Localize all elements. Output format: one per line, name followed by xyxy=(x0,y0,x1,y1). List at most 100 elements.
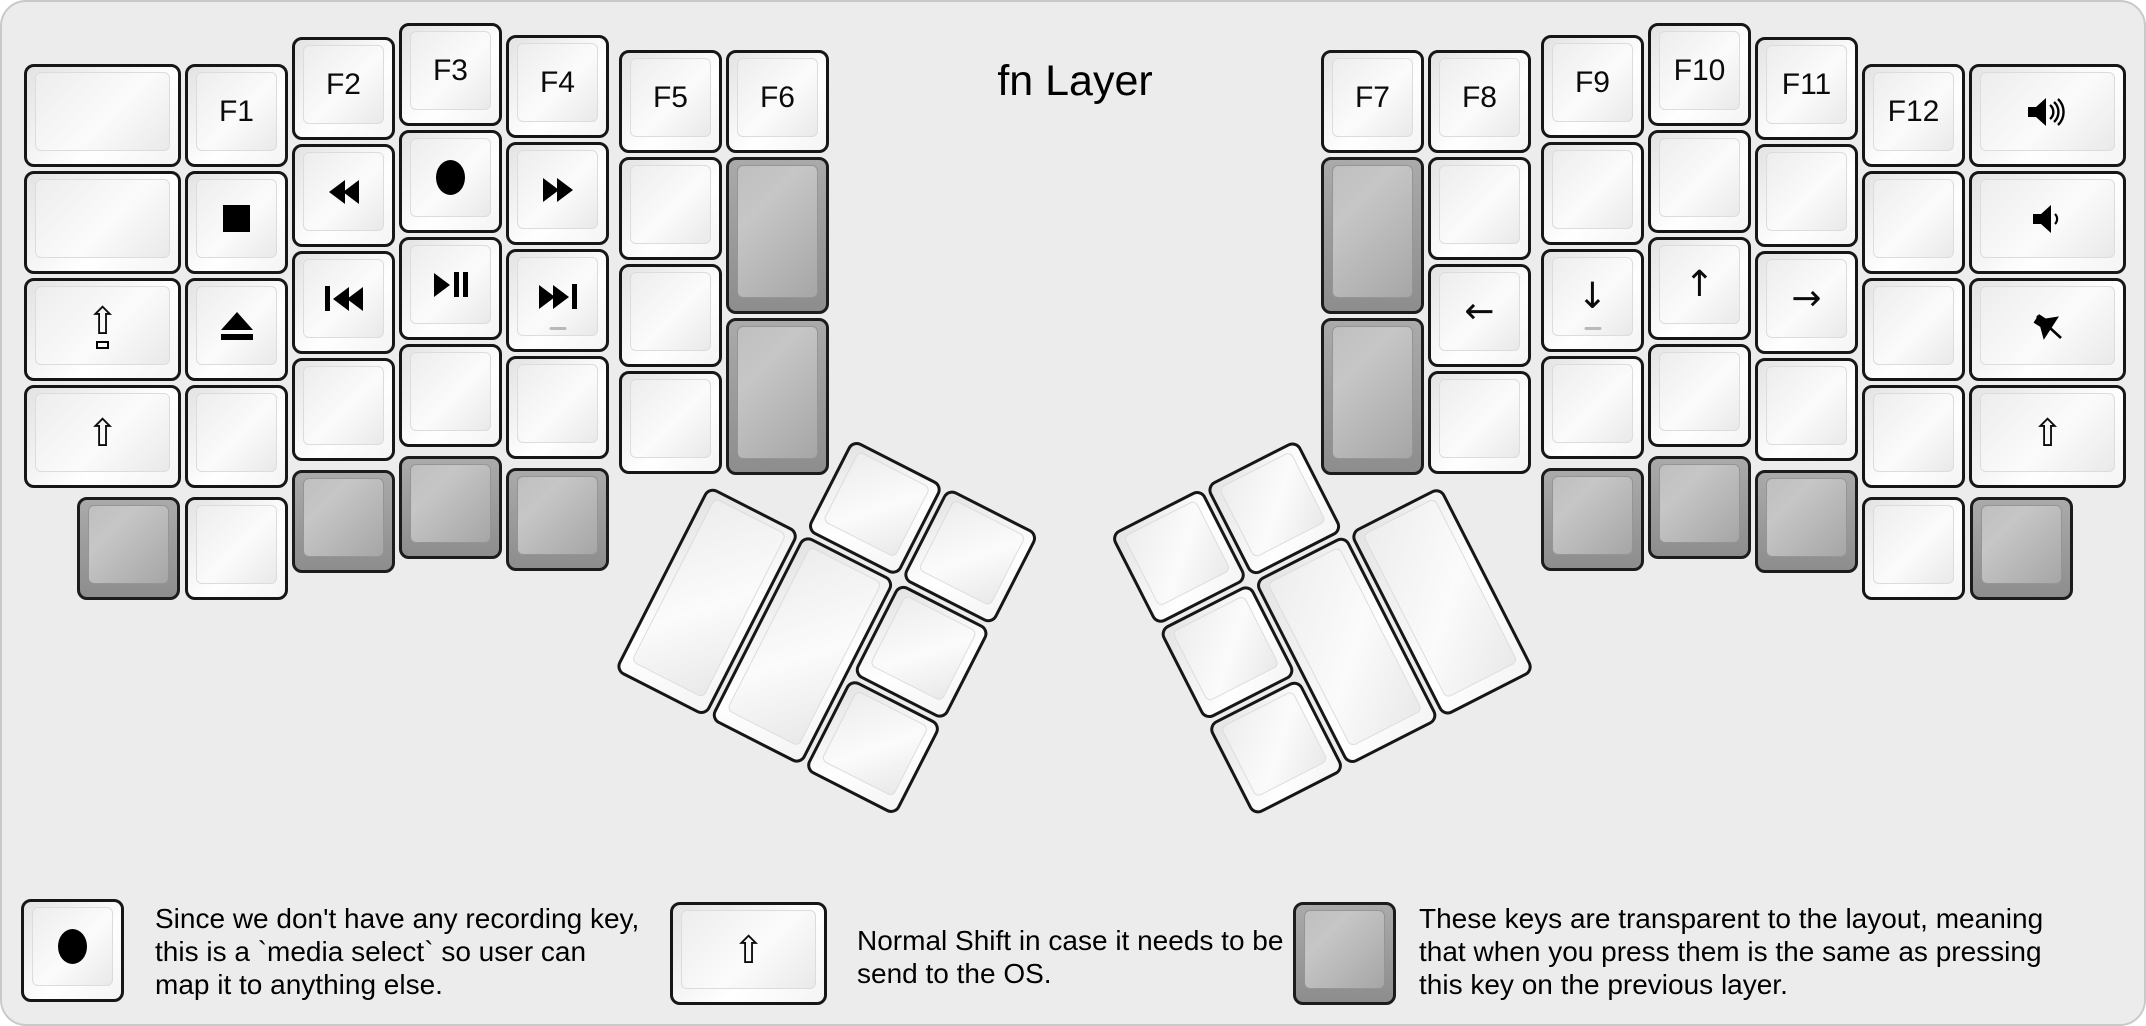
key-shift-right[interactable]: ⇧ xyxy=(1969,385,2126,488)
key-f3-label: F3 xyxy=(432,53,468,87)
key-blank[interactable] xyxy=(1755,144,1858,247)
key-blank[interactable] xyxy=(185,497,288,600)
key-blank[interactable] xyxy=(1648,344,1751,447)
play-pause-icon xyxy=(433,272,468,297)
legend-key-transparent xyxy=(1293,902,1396,1005)
key-f10[interactable]: F10 xyxy=(1648,23,1751,126)
key-volume-up[interactable] xyxy=(1969,64,2126,167)
key-blank[interactable] xyxy=(1862,278,1965,381)
arrow-left-icon: ← xyxy=(1464,290,1495,332)
legend-text-transparent: These keys are transparent to the layout… xyxy=(1419,903,2044,1000)
key-transparent[interactable] xyxy=(726,318,829,475)
key-transparent[interactable] xyxy=(399,456,502,559)
key-f11-label: F11 xyxy=(1781,67,1832,101)
key-f8[interactable]: F8 xyxy=(1428,50,1531,153)
key-f4-label: F4 xyxy=(539,65,575,99)
arrow-down-icon: ↓ xyxy=(1577,275,1608,317)
key-volume-down[interactable] xyxy=(1969,171,2126,274)
key-blank[interactable] xyxy=(185,385,288,488)
key-f7-label: F7 xyxy=(1354,80,1390,114)
legend-text-media-select: Since we don't have any recording key, t… xyxy=(155,903,640,1000)
key-caps-shift[interactable]: ⇧ xyxy=(24,278,181,381)
key-eject[interactable] xyxy=(185,278,288,381)
page-title: fn Layer xyxy=(997,57,1153,105)
key-f2-label: F2 xyxy=(325,67,361,101)
key-arrow-down[interactable]: ↓ xyxy=(1541,249,1644,352)
arrow-right-icon: → xyxy=(1791,277,1822,319)
key-blank[interactable] xyxy=(1541,356,1644,459)
key-blank[interactable] xyxy=(1862,171,1965,274)
shift-icon: ⇧ xyxy=(732,927,765,972)
key-shift-left[interactable]: ⇧ xyxy=(24,385,181,488)
key-arrow-up[interactable]: ↑ xyxy=(1648,237,1751,340)
key-f5[interactable]: F5 xyxy=(619,50,722,153)
key-transparent[interactable] xyxy=(726,157,829,314)
key-media-select-record[interactable] xyxy=(399,130,502,233)
next-track-icon xyxy=(538,284,577,309)
key-blank[interactable] xyxy=(1755,358,1858,461)
key-blank[interactable] xyxy=(1862,385,1965,488)
key-transparent[interactable] xyxy=(1321,318,1424,475)
key-f10-label: F10 xyxy=(1673,53,1726,87)
legend-key-media-select xyxy=(21,899,124,1002)
key-arrow-left[interactable]: ← xyxy=(1428,264,1531,367)
key-volume-mute[interactable] xyxy=(1969,278,2126,381)
key-blank[interactable] xyxy=(24,64,181,167)
key-previous-track[interactable] xyxy=(292,251,395,354)
key-blank[interactable] xyxy=(399,344,502,447)
shift-icon: ⇧ xyxy=(86,410,119,455)
key-blank[interactable] xyxy=(1428,371,1531,474)
caps-shift-icon: ⇧ xyxy=(87,302,118,349)
key-blank[interactable] xyxy=(619,371,722,474)
volume-down-icon xyxy=(2032,204,2058,233)
arrow-up-icon: ↑ xyxy=(1684,263,1715,305)
key-play-pause[interactable] xyxy=(399,237,502,340)
key-rewind[interactable] xyxy=(292,144,395,247)
key-blank[interactable] xyxy=(1428,157,1531,260)
key-f1[interactable]: F1 xyxy=(185,64,288,167)
key-f5-label: F5 xyxy=(652,80,688,114)
key-f7[interactable]: F7 xyxy=(1321,50,1424,153)
key-f2[interactable]: F2 xyxy=(292,37,395,140)
record-icon xyxy=(58,929,87,964)
volume-mute-icon xyxy=(2033,313,2062,340)
key-transparent[interactable] xyxy=(1321,157,1424,314)
key-f12-label: F12 xyxy=(1887,94,1940,128)
key-transparent[interactable] xyxy=(77,497,180,600)
key-f6[interactable]: F6 xyxy=(726,50,829,153)
key-blank[interactable] xyxy=(619,157,722,260)
key-f9[interactable]: F9 xyxy=(1541,35,1644,138)
key-next-track[interactable] xyxy=(506,249,609,352)
previous-track-icon xyxy=(324,286,363,311)
key-transparent[interactable] xyxy=(1648,456,1751,559)
key-transparent[interactable] xyxy=(1755,470,1858,573)
eject-icon xyxy=(220,311,253,340)
key-blank[interactable] xyxy=(24,171,181,274)
key-f11[interactable]: F11 xyxy=(1755,37,1858,140)
key-blank[interactable] xyxy=(1648,130,1751,233)
key-f12[interactable]: F12 xyxy=(1862,64,1965,167)
key-blank[interactable] xyxy=(292,358,395,461)
key-blank[interactable] xyxy=(506,356,609,459)
key-transparent[interactable] xyxy=(506,468,609,571)
record-icon xyxy=(436,160,465,195)
key-f4[interactable]: F4 xyxy=(506,35,609,138)
stop-icon xyxy=(223,205,250,232)
key-f3[interactable]: F3 xyxy=(399,23,502,126)
key-fast-forward[interactable] xyxy=(506,142,609,245)
key-stop[interactable] xyxy=(185,171,288,274)
key-f9-label: F9 xyxy=(1574,65,1610,99)
key-blank[interactable] xyxy=(1541,142,1644,245)
key-f6-label: F6 xyxy=(759,80,795,114)
rewind-icon xyxy=(328,179,359,204)
key-transparent[interactable] xyxy=(1541,468,1644,571)
key-blank[interactable] xyxy=(619,264,722,367)
sub-legend-dash xyxy=(1584,327,1601,330)
legend-text-shift: Normal Shift in case it needs to be send… xyxy=(857,925,1284,989)
key-arrow-right[interactable]: → xyxy=(1755,251,1858,354)
key-blank[interactable] xyxy=(1862,497,1965,600)
key-transparent[interactable] xyxy=(292,470,395,573)
key-transparent[interactable] xyxy=(1970,497,2073,600)
sub-legend-dash xyxy=(549,327,566,330)
